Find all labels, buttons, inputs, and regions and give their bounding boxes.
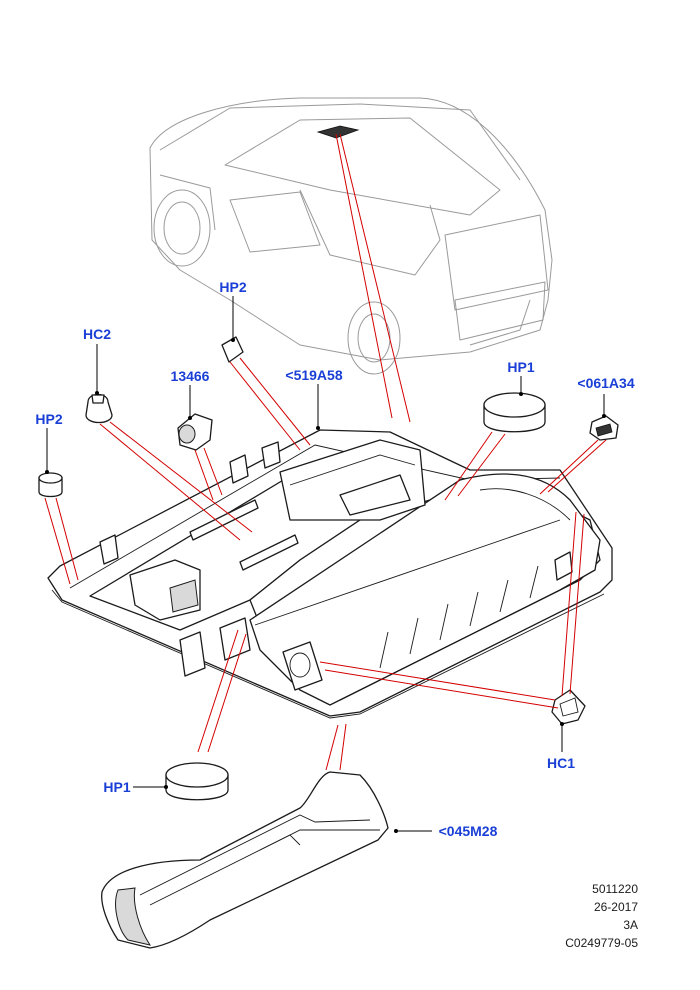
reference-block: 5011220 26-2017 3A C0249779-05 — [565, 880, 638, 952]
connector-061a34 — [589, 415, 619, 441]
bulb-socket-13466 — [177, 413, 213, 451]
roof-console-location — [316, 125, 360, 139]
hc1-clip — [551, 689, 586, 725]
callout-labels: HC2 HP2 HP2 13466 <519A58 HP1 <061A34 HC… — [35, 279, 634, 839]
label-hc2: HC2 — [83, 326, 111, 342]
hp1-pad-bottom — [165, 762, 229, 801]
vehicle-illustration — [149, 97, 553, 375]
label-13466: 13466 — [171, 368, 210, 384]
label-045m28: <045M28 — [439, 823, 498, 839]
label-hc1: HC1 — [547, 755, 575, 771]
label-hp1-right: HP1 — [507, 359, 534, 375]
lower-trim-cover — [101, 771, 389, 949]
label-519a58: <519A58 — [285, 367, 342, 383]
reference-line-1: 5011220 — [592, 882, 638, 896]
reference-line-4: C0249779-05 — [565, 936, 638, 950]
label-hp2-top: HP2 — [219, 279, 246, 295]
label-hp2-left: HP2 — [35, 411, 62, 427]
reference-line-2: 26-2017 — [593, 900, 638, 914]
label-061a34: <061A34 — [577, 375, 634, 391]
hc2-clip — [85, 393, 113, 424]
hp1-pad-right — [483, 392, 546, 433]
label-pointers — [45, 296, 606, 833]
label-hp1-bottom: HP1 — [103, 779, 130, 795]
hp2-pad-left — [38, 472, 63, 498]
overhead-console-housing — [47, 429, 613, 719]
part-leader-lines — [44, 357, 607, 771]
reference-line-3: 3A — [623, 918, 638, 932]
roof-leader-lines — [335, 133, 411, 423]
